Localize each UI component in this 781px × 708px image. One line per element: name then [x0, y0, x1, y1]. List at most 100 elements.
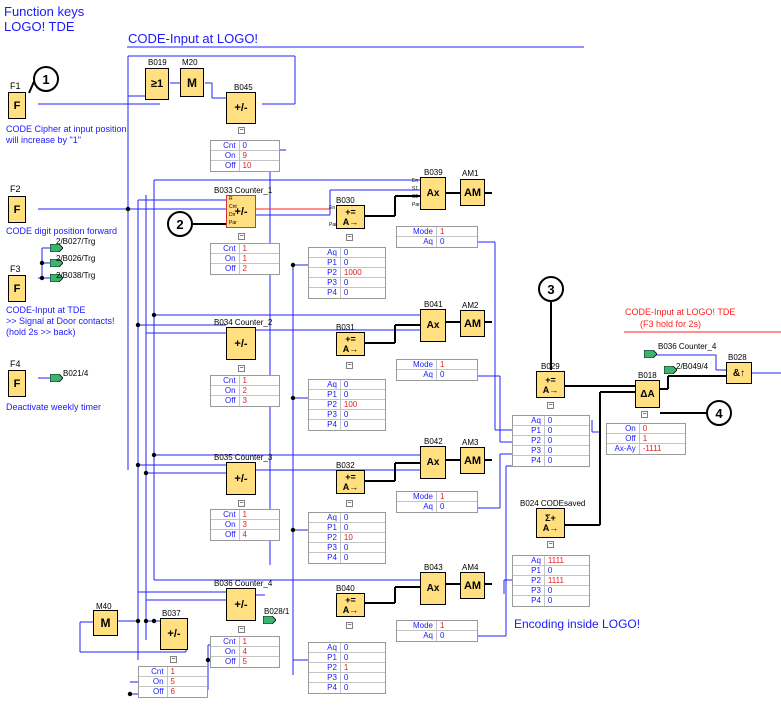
m20-block[interactable]: M [180, 68, 204, 97]
param-key: Cnt [139, 667, 168, 676]
f1-key[interactable]: F [8, 92, 26, 119]
am4-block[interactable]: AM [460, 572, 485, 599]
b037-block[interactable]: +/- [160, 618, 188, 650]
b031-collapse[interactable]: − [346, 362, 353, 369]
b036-collapse[interactable]: − [238, 626, 245, 633]
param-key: Mode [397, 227, 437, 236]
param-value: 1 [440, 227, 445, 236]
b032-block[interactable]: += A→ [336, 470, 365, 494]
m40-block[interactable]: M [93, 610, 118, 636]
param-value: 0 [343, 673, 349, 682]
b035-collapse[interactable]: − [238, 500, 245, 507]
am3-block[interactable]: AM [460, 447, 485, 474]
param-value: 0 [343, 278, 349, 287]
b040-collapse[interactable]: − [346, 622, 353, 629]
b030-block[interactable]: += A→ [336, 205, 365, 229]
b045-block[interactable]: +/- [226, 92, 256, 124]
param-value: 1 [242, 376, 247, 385]
b031-label: B031 [336, 323, 355, 332]
param-key: P3 [513, 446, 545, 455]
f3-hold-note: (F3 hold for 2s) [640, 319, 702, 329]
param-key: P1 [309, 258, 341, 267]
param-key: On [607, 424, 640, 433]
f3-key[interactable]: F [8, 275, 26, 302]
b035-block[interactable]: +/- [226, 462, 256, 495]
b032-collapse[interactable]: − [346, 500, 353, 507]
ref-b026: 2/B026/Trg [56, 254, 96, 263]
param-value: -1111 [642, 444, 662, 453]
pin-mux-en: En [412, 178, 419, 184]
f2-key[interactable]: F [8, 196, 26, 223]
am2-label: AM2 [462, 301, 479, 310]
param-key: Ax-Ay [607, 444, 640, 454]
b034-collapse[interactable]: − [238, 365, 245, 372]
param-value: 0 [547, 446, 553, 455]
param-value: 0 [343, 543, 349, 552]
b030-collapse[interactable]: − [346, 234, 353, 241]
b019-block[interactable]: ≥1 [145, 68, 169, 100]
ref-flag-3 [50, 274, 63, 282]
am1-block[interactable]: AM [460, 179, 485, 206]
param-value: 0 [343, 248, 349, 257]
b018-block[interactable]: ΔA [635, 380, 660, 408]
param-value: 0 [343, 258, 349, 267]
ref-flag-2 [50, 259, 63, 267]
b024-block[interactable]: Σ+ A→ [536, 508, 565, 538]
f4-key[interactable]: F [8, 370, 26, 397]
pin-mux-s2: S2 [412, 194, 419, 200]
param-key: P2 [309, 268, 341, 277]
am1-label: AM1 [462, 169, 479, 178]
param-value: 0 [440, 502, 445, 511]
param-value: 1 [440, 492, 445, 501]
b018-collapse[interactable]: − [641, 411, 648, 418]
b031-block[interactable]: += A→ [336, 332, 365, 356]
b028-block[interactable]: &↑ [726, 362, 752, 384]
param-value: 5 [242, 657, 247, 666]
b036-block[interactable]: +/- [226, 588, 256, 621]
param-value: 0 [547, 416, 553, 425]
am2-block[interactable]: AM [460, 310, 485, 337]
b033-block[interactable]: +/- [226, 195, 256, 228]
b039-block[interactable]: Ax [420, 177, 446, 210]
b042-block[interactable]: Ax [420, 446, 446, 479]
b028-label: B028 [728, 353, 747, 362]
param-key: P1 [309, 523, 341, 532]
b029-collapse[interactable]: − [547, 402, 554, 409]
b045-collapse[interactable]: − [238, 127, 245, 134]
b029-block[interactable]: += A→ [536, 371, 565, 398]
encoding-heading: Encoding inside LOGO! [514, 617, 641, 631]
b024-collapse[interactable]: − [547, 541, 554, 548]
b034-block[interactable]: +/- [226, 327, 256, 360]
b033-collapse[interactable]: − [238, 233, 245, 240]
f3-desc-3: (hold 2s >> back) [6, 327, 76, 337]
param-key: Off [139, 687, 168, 697]
b040-block[interactable]: += A→ [336, 593, 365, 617]
b037-label: B037 [162, 609, 181, 618]
b029-label: B029 [541, 362, 560, 371]
b041-block[interactable]: Ax [420, 309, 446, 342]
b043-block[interactable]: Ax [420, 572, 446, 605]
b037-collapse[interactable]: − [170, 656, 177, 663]
